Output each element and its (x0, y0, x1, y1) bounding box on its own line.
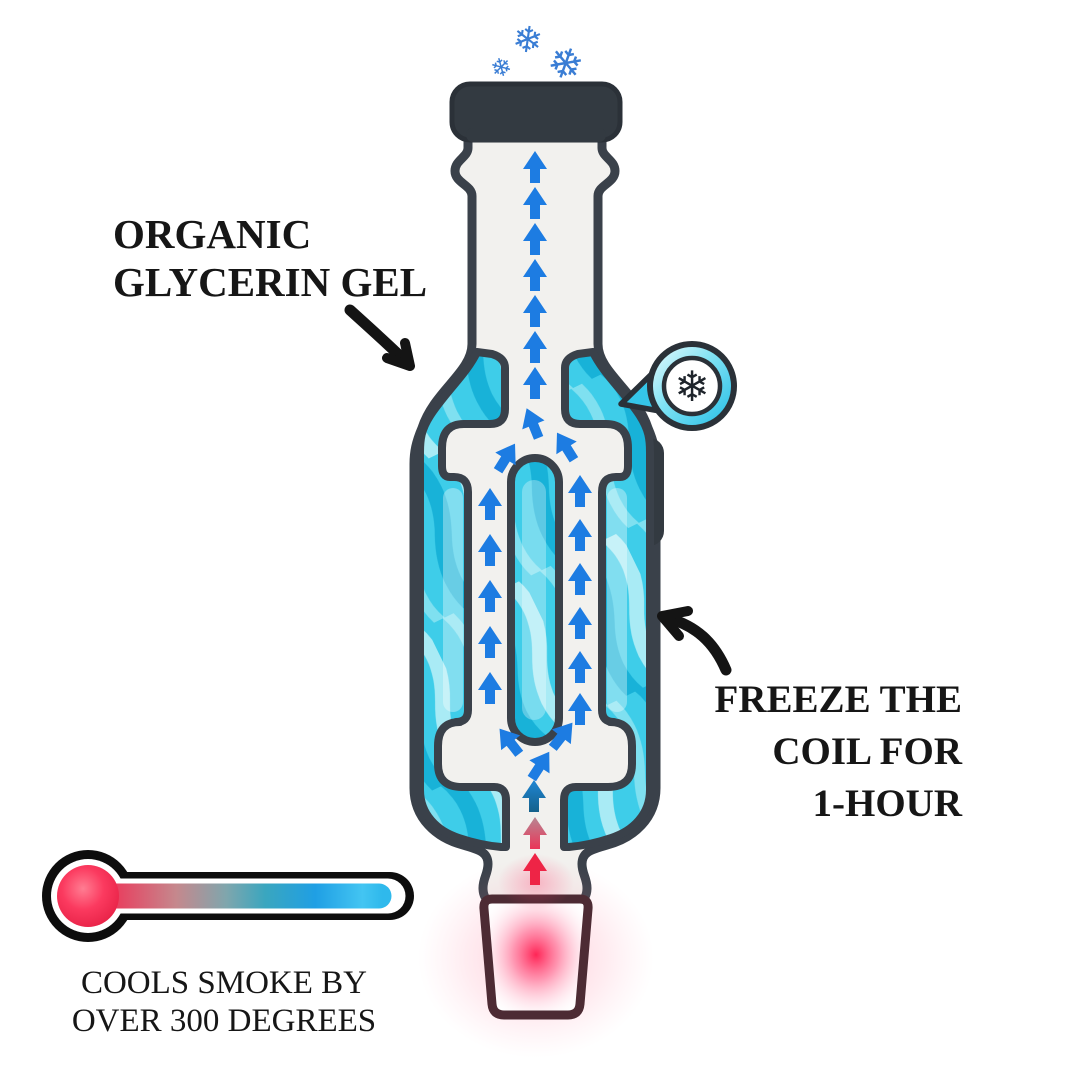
label-line: ORGANIC (113, 211, 312, 257)
label-line: COOLS SMOKE BY (80, 965, 368, 1001)
label-line: GLYCERIN GEL (113, 259, 428, 305)
label-cools-smoke: COOLS SMOKE BY OVER 300 DEGREES (34, 964, 414, 1040)
annotation-arrow-left (344, 304, 410, 366)
thermometer-bulb (57, 865, 119, 927)
label-line: FREEZE THE (714, 678, 962, 721)
annotation-arrow-left-head (382, 338, 415, 371)
thermometer-icon (42, 850, 414, 942)
gel-left (416, 348, 510, 851)
label-line: COIL FOR (772, 730, 962, 773)
snowflake-icon: ❄ (510, 18, 546, 63)
freeze-callout-bubble: ❄ (618, 341, 737, 431)
gel-right (560, 348, 654, 851)
gel-highlight (522, 480, 546, 720)
gel-highlight (607, 488, 627, 712)
glass-joint-glow (483, 899, 589, 1015)
annotation-arrow-right (662, 612, 732, 676)
mouthpiece-cap-lip (466, 128, 606, 142)
callout-inner-circle (661, 355, 723, 417)
label-freeze-the-coil: FREEZE THE COIL FOR 1-HOUR (715, 674, 962, 830)
annotation-arrows (344, 304, 732, 676)
label-line: 1-HOUR (812, 782, 963, 825)
label-organic-glycerin-gel: ORGANIC GLYCERIN GEL (113, 210, 427, 306)
label-line: OVER 300 DEGREES (71, 1003, 377, 1039)
gel-highlight (443, 488, 463, 712)
snowflake-icon: ❄ (674, 362, 709, 411)
annotation-arrow-right-head (657, 606, 693, 641)
gel-center-column (507, 454, 563, 746)
